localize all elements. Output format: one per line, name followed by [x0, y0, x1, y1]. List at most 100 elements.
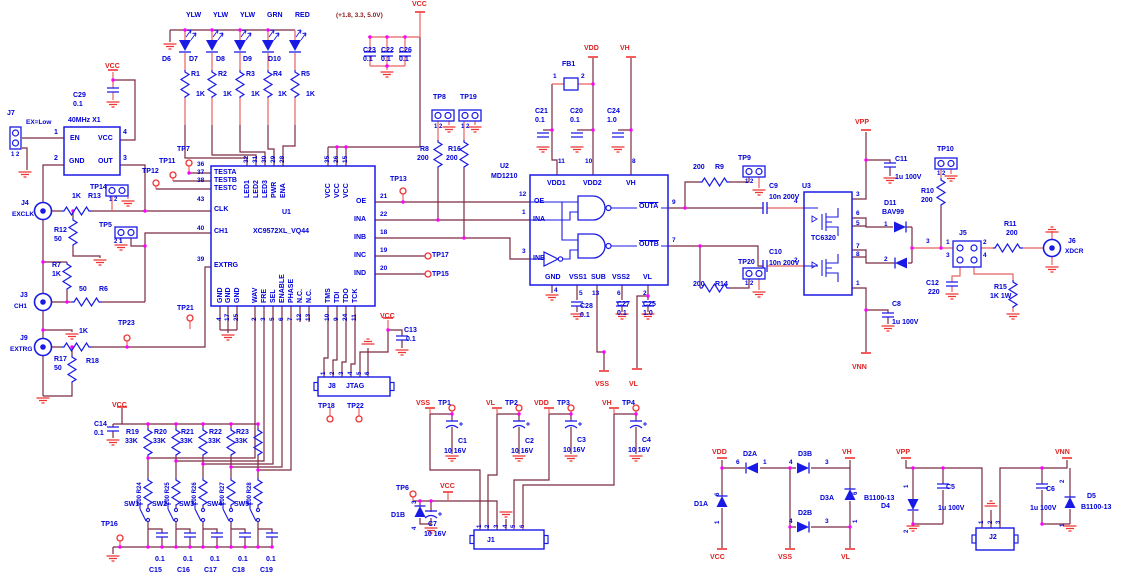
resistor: [206, 70, 218, 98]
diode: [414, 506, 426, 517]
resistor: [234, 70, 246, 98]
test-point[interactable]: [326, 415, 334, 423]
junction-dot: [111, 78, 115, 82]
junction-dot: [187, 171, 191, 175]
test-point[interactable]: [123, 334, 131, 342]
diode: [746, 462, 758, 474]
capacitor-curved-plate: [564, 424, 578, 429]
junction-dot: [118, 545, 122, 549]
j2-connector[interactable]: [975, 527, 1015, 551]
resistor: [179, 70, 191, 98]
tp9-jumper[interactable]: [742, 165, 766, 178]
ground-symbol: [564, 455, 578, 462]
test-point[interactable]: [448, 404, 456, 412]
plus-sign: [438, 512, 442, 516]
junction-dot: [1040, 466, 1044, 470]
resistor: [61, 262, 73, 290]
nand-gate: [577, 195, 606, 221]
switch-lever: [165, 503, 175, 522]
resistor: [67, 218, 79, 246]
junction-dot: [517, 412, 521, 416]
led-diode: [289, 40, 301, 51]
junction-dot: [386, 328, 390, 332]
resistor: [66, 355, 78, 383]
led-diode: [234, 40, 246, 51]
junction-dot: [569, 412, 573, 416]
test-point[interactable]: [355, 415, 363, 423]
junction-dot: [591, 128, 595, 132]
resistor: [197, 428, 209, 456]
test-point[interactable]: [152, 179, 160, 187]
switch-contact: [200, 507, 206, 513]
resistor: [1007, 280, 1019, 308]
junction-dot: [848, 525, 852, 529]
internal-wires: [530, 201, 818, 267]
test-point[interactable]: [424, 252, 432, 260]
test-point[interactable]: [186, 314, 194, 322]
capacitor: [612, 132, 624, 138]
junction-dot: [143, 244, 147, 248]
led-diode: [262, 40, 274, 51]
tp14-jumper[interactable]: [105, 184, 129, 197]
led-diode: [206, 40, 218, 51]
tp19-jumper[interactable]: [458, 109, 482, 122]
j8-jtag-connector[interactable]: [317, 376, 391, 397]
resistor: [225, 428, 237, 456]
capacitor-curved-plate: [512, 424, 526, 429]
ground-symbol: [499, 511, 513, 518]
junction-dot: [788, 466, 792, 470]
capacitor-curved-plate: [424, 514, 438, 519]
test-point[interactable]: [169, 171, 177, 179]
junction-dot: [634, 412, 638, 416]
tp20-jumper-pin: [745, 269, 753, 278]
test-point[interactable]: [399, 187, 407, 195]
test-point[interactable]: [424, 270, 432, 278]
test-point[interactable]: [515, 404, 523, 412]
junction-dot: [174, 545, 178, 549]
junction-dot: [429, 499, 433, 503]
resistor: [170, 478, 182, 506]
test-point[interactable]: [567, 404, 575, 412]
junction-dot: [238, 28, 242, 32]
switch-contact: [200, 517, 206, 523]
junction-dot: [450, 412, 454, 416]
diode: [844, 489, 856, 500]
diode: [907, 499, 919, 510]
resistor: [262, 70, 274, 98]
junction-dot: [229, 465, 233, 469]
capacitor-curved-plate: [445, 424, 459, 429]
test-point[interactable]: [185, 159, 193, 167]
led-arrows: [185, 29, 197, 41]
test-point[interactable]: [409, 490, 417, 498]
ground-symbol: [106, 439, 120, 446]
ground-symbol: [468, 126, 482, 133]
capacitor: [571, 301, 583, 307]
junction-dot: [174, 422, 178, 426]
capacitor: [937, 483, 949, 489]
j1-connector[interactable]: [473, 529, 545, 550]
u3-fets[interactable]: [803, 191, 853, 296]
tp8-jumper[interactable]: [431, 109, 455, 122]
fb1-ferrite[interactable]: [563, 77, 579, 91]
x1-oscillator[interactable]: [63, 126, 121, 176]
ground-symbol: [1006, 313, 1020, 320]
capacitor: [396, 335, 408, 341]
test-point[interactable]: [632, 404, 640, 412]
resistor: [993, 242, 1023, 254]
tp5-jumper[interactable]: [114, 226, 138, 239]
j5-jumper[interactable]: [952, 240, 982, 268]
j6-xdcr-connector-pin: [1049, 245, 1055, 251]
u1-cpld[interactable]: [210, 165, 376, 307]
u2-driver[interactable]: [529, 174, 669, 286]
test-point[interactable]: [116, 534, 124, 542]
tp10-jumper[interactable]: [934, 157, 958, 170]
switch-lever: [220, 503, 230, 522]
led-arrows: [295, 29, 307, 41]
junction-dot: [229, 422, 233, 426]
capacitor-curved-plate: [629, 424, 643, 429]
tp20-jumper[interactable]: [742, 267, 766, 280]
nand-bubble: [605, 242, 612, 250]
nand-gate: [577, 233, 606, 259]
j7-jumper[interactable]: [9, 126, 22, 150]
ground-symbol: [163, 43, 177, 50]
